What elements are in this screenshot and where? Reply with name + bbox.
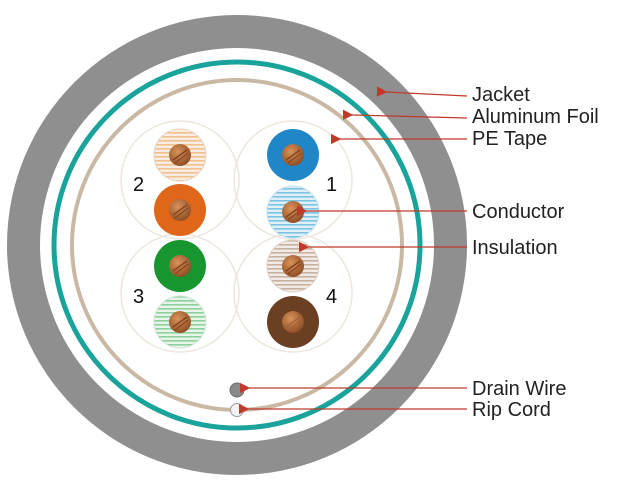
pair-4-wires	[266, 239, 320, 348]
aluminum-foil-label: Aluminum Foil	[472, 106, 599, 128]
drain-wire	[229, 382, 245, 398]
pair-number-2: 2	[133, 174, 144, 196]
pair-3-wires	[153, 240, 207, 349]
rip-cord	[230, 403, 244, 417]
rip-cord-label: Rip Cord	[472, 399, 551, 421]
jacket-label: Jacket	[472, 84, 530, 106]
pair-number-3: 3	[133, 286, 144, 308]
pe-tape-label: PE Tape	[472, 128, 547, 150]
insulation-label: Insulation	[472, 237, 558, 259]
aluminum-foil-ring	[51, 59, 423, 431]
pair-number-4: 4	[326, 286, 337, 308]
pair-2-boundary	[120, 120, 240, 240]
pair-number-1: 1	[326, 174, 337, 196]
conductor-label: Conductor	[472, 201, 565, 223]
pair-2-wires	[153, 128, 207, 236]
aluminum-foil-leader-line	[342, 109, 468, 120]
pair-1-wires	[266, 129, 320, 239]
jacket-inner-edge	[40, 48, 434, 442]
pair-1-boundary	[233, 120, 353, 240]
drain-wire-label: Drain Wire	[472, 378, 566, 400]
jacket-leader-line	[376, 86, 468, 97]
